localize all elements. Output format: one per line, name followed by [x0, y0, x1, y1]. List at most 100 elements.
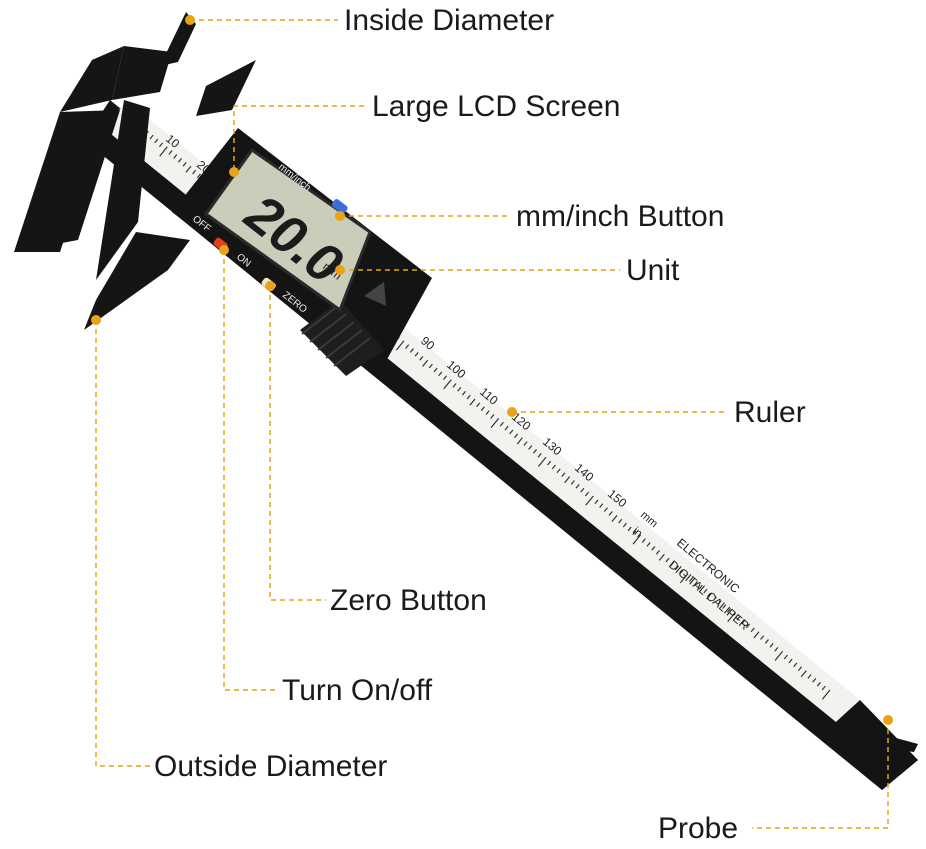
- ruler-tick: [556, 468, 561, 474]
- leader-probe: [752, 720, 889, 829]
- label-zero-button: Zero Button: [330, 584, 487, 617]
- ruler-tick: [797, 666, 803, 671]
- label-outside-diameter: Outside Diameter: [154, 750, 388, 783]
- ruler-tick: [584, 491, 590, 497]
- probe: [852, 712, 918, 760]
- ruler-tick: [528, 445, 533, 450]
- dot-lcd-screen: [229, 167, 239, 177]
- leader-outside-diameter: [95, 320, 150, 767]
- dot-unit: [335, 265, 345, 275]
- ruler-tick: [476, 402, 481, 408]
- ruler-tick: [173, 154, 178, 159]
- ruler-tick: [480, 406, 485, 412]
- ruler-tick: [611, 515, 618, 522]
- ruler-tick: [509, 429, 514, 435]
- leader-lcd-screen: [233, 105, 366, 170]
- ruler-tick: [409, 348, 414, 353]
- ruler-tick: [703, 588, 708, 594]
- leader-zero-button: [269, 286, 326, 601]
- label-ruler: Ruler: [734, 396, 806, 429]
- ruler-tick: [457, 386, 462, 392]
- ruler-tick: [499, 421, 504, 427]
- ruler-tick: [764, 639, 769, 644]
- inside-jaw-slider: [196, 60, 256, 116]
- ruler-tick: [442, 375, 448, 380]
- ruler-tick: [490, 414, 495, 419]
- ruler-tick: [769, 643, 774, 648]
- label-unit: Unit: [626, 254, 680, 287]
- ruler-tick: [438, 371, 443, 377]
- ruler-tick: [821, 685, 826, 691]
- ruler-tick: [760, 635, 765, 640]
- ruler-tick: [741, 619, 746, 625]
- ruler-tick: [395, 340, 405, 351]
- ruler-tick: [679, 573, 689, 584]
- dot-ruler: [507, 407, 517, 417]
- ruler-tick: [177, 158, 182, 163]
- ruler-tick: [693, 580, 698, 586]
- ruler-tick: [523, 441, 528, 446]
- ruler-tick: [821, 689, 831, 700]
- ruler-tick: [585, 495, 594, 506]
- ruler-tick: [651, 546, 656, 551]
- ruler-tick: [504, 425, 509, 431]
- ruler-tick: [485, 410, 490, 415]
- ruler-tick: [816, 681, 821, 687]
- ruler-tick: [793, 662, 798, 668]
- ruler-tick: [712, 596, 717, 602]
- fixed-jaws: [14, 12, 196, 280]
- ruler-tick: [698, 584, 703, 590]
- ruler-tick: [594, 499, 599, 505]
- ruler-tick: [679, 569, 684, 574]
- label-lcd-screen: Large LCD Screen: [372, 90, 621, 123]
- label-mm-inch-button: mm/inch Button: [516, 200, 725, 233]
- leader-turn-on-off: [223, 250, 278, 691]
- ruler-tick: [632, 530, 637, 536]
- mm-inch-button[interactable]: [331, 198, 349, 215]
- ruler-tick: [641, 538, 646, 543]
- lcd-screen: [203, 147, 372, 313]
- ruler-tick: [753, 631, 760, 639]
- ruler-tick: [192, 169, 197, 175]
- dot-outside-diameter: [91, 315, 101, 325]
- ruler-tick: [570, 480, 575, 485]
- ruler-tick: [532, 449, 537, 454]
- ruler-tick: [603, 507, 608, 512]
- ruler-tick: [561, 472, 566, 477]
- ruler-tick: [788, 658, 793, 664]
- ruler-tick: [727, 612, 736, 623]
- ruler-tick: [537, 456, 547, 467]
- dot-zero-button: [265, 281, 275, 291]
- ruler-tick: [722, 604, 727, 609]
- ruler-tick: [513, 433, 519, 439]
- dot-probe: [883, 715, 893, 725]
- ruler-tick: [745, 623, 750, 629]
- ruler-tick: [419, 355, 424, 361]
- ruler-tick: [154, 138, 159, 144]
- label-probe: Probe: [658, 812, 739, 845]
- ruler-tick: [537, 452, 542, 458]
- ruler-tick: [575, 483, 580, 489]
- ruler-tick: [736, 615, 741, 621]
- ruler-tick: [599, 503, 604, 509]
- ruler-tick: [422, 359, 429, 367]
- ruler-tick: [461, 390, 466, 396]
- ruler-tick: [433, 367, 438, 373]
- ruler-tick: [405, 344, 410, 349]
- ruler-tick: [516, 437, 523, 445]
- label-inside-diameter: Inside Diameter: [344, 4, 555, 37]
- ruler-tick: [414, 352, 419, 357]
- ruler-tick: [564, 476, 571, 484]
- ruler-tick: [196, 173, 201, 179]
- dot-turn-on-off: [219, 245, 229, 255]
- ruler-tick: [658, 553, 665, 561]
- ruler-tick: [807, 674, 812, 679]
- ruler-tick: [443, 379, 452, 390]
- ruler-tick: [490, 418, 500, 429]
- ruler-tick: [158, 142, 164, 148]
- ruler-tick: [622, 522, 627, 528]
- dot-inside-diameter: [185, 15, 195, 25]
- ruler-tick: [185, 165, 192, 173]
